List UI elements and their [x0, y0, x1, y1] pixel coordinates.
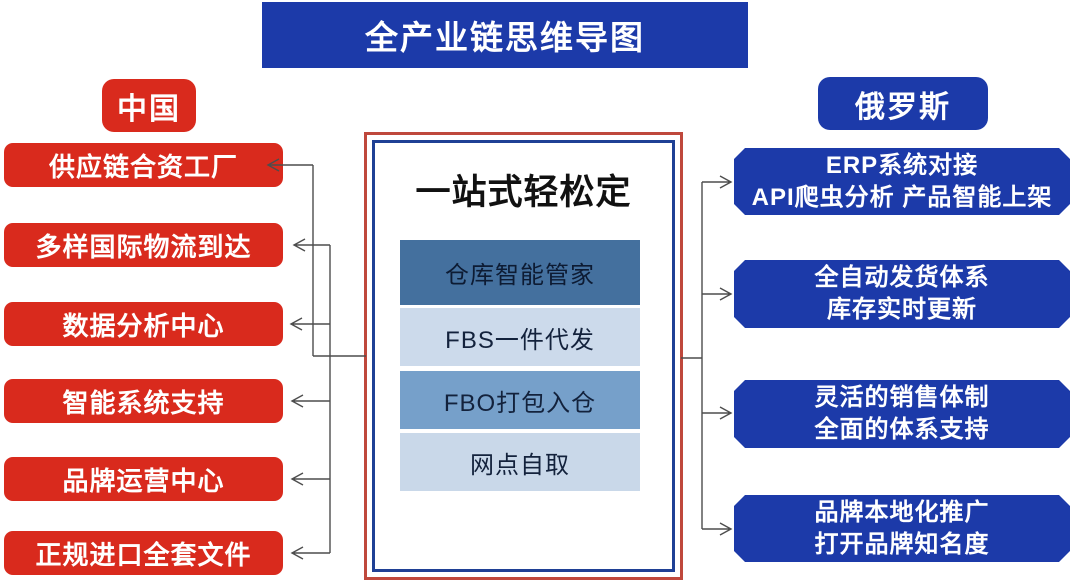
- center-bar-fbs-dropship: FBS一件代发: [400, 308, 640, 366]
- russia-node-line: API爬虫分析 产品智能上架: [751, 183, 1053, 211]
- connector-arrow-china-2: [292, 238, 330, 252]
- russia-node-line: 库存实时更新: [827, 296, 977, 323]
- diagram-title: 全产业链思维导图: [262, 2, 748, 68]
- group-label-russia: 俄罗斯: [818, 77, 988, 130]
- china-node-data-analysis-center: 数据分析中心: [4, 302, 283, 346]
- china-node-brand-operation-center: 品牌运营中心: [4, 457, 283, 501]
- connector-arrow-russia-4: [702, 522, 733, 536]
- russia-node-auto-shipping: 全自动发货体系 库存实时更新: [734, 260, 1070, 328]
- russia-node-line: 打开品牌知名度: [814, 530, 990, 558]
- russia-node-flexible-sales: 灵活的销售体制 全面的体系支持: [734, 380, 1070, 448]
- russia-node-line: 全自动发货体系: [814, 264, 990, 292]
- russia-node-line: 灵活的销售体制: [814, 384, 990, 412]
- connector-arrow-russia-1: [702, 175, 733, 189]
- china-node-smart-system-support: 智能系统支持: [4, 379, 283, 423]
- group-label-china: 中国: [102, 79, 196, 132]
- connector-arrow-china-4: [290, 394, 330, 408]
- russia-node-brand-localization: 品牌本地化推广 打开品牌知名度: [734, 495, 1070, 562]
- russia-node-line: ERP系统对接: [825, 151, 979, 179]
- russia-node-line: 品牌本地化推广: [814, 498, 990, 526]
- russia-node-line: 全面的体系支持: [814, 416, 990, 443]
- center-bar-fbo-packing: FBO打包入仓: [400, 371, 640, 429]
- center-panel-title: 一站式轻松定: [415, 173, 632, 212]
- connector-arrow-russia-3: [702, 406, 733, 420]
- connector-arrow-china-3: [289, 317, 330, 331]
- china-node-supply-chain-factory: 供应链合资工厂: [4, 143, 283, 187]
- connector-arrow-china-6: [290, 546, 330, 560]
- center-bar-pickup-point: 网点自取: [400, 433, 640, 491]
- connector-arrow-china-5: [290, 472, 330, 486]
- center-panel-inner-border: [372, 140, 675, 572]
- connector-arrow-russia-2: [702, 287, 733, 301]
- russia-node-erp-api: ERP系统对接 API爬虫分析 产品智能上架: [734, 148, 1070, 215]
- china-node-import-documents: 正规进口全套文件: [4, 531, 283, 575]
- center-bar-warehouse-manager: 仓库智能管家: [400, 240, 640, 305]
- china-node-international-logistics: 多样国际物流到达: [4, 223, 283, 267]
